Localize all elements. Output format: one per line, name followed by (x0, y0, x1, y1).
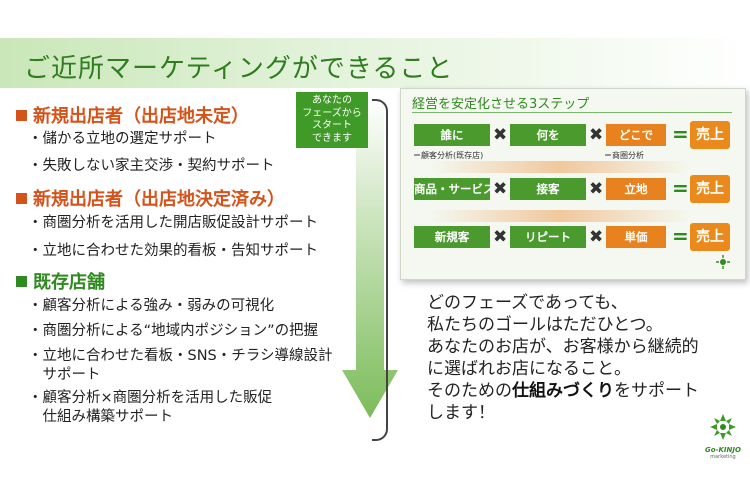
square-bullet-icon (16, 193, 27, 204)
title-banner (0, 38, 750, 88)
list-item: 仕組み構築サポート (28, 409, 173, 425)
list-item: サポート (28, 367, 101, 383)
list-item: ・儲かる立地の選定サポート (28, 131, 217, 147)
list-item: ・立地に合わせた看板・SNS・チラシ導線設計 (28, 348, 333, 364)
equals-icon: = (672, 176, 689, 200)
list-item: ・失敗しない家主交渉・契約サポート (28, 158, 275, 174)
panel-logo-icon (716, 255, 730, 269)
section-heading-new-undecided: 新規出店者（出店地未定） (16, 102, 249, 128)
section-heading-new-decided: 新規出店者（出店地決定済み） (16, 185, 285, 211)
times-icon: ✖ (589, 179, 604, 199)
panel-divider (412, 112, 732, 113)
list-item: ・商圏分析を活用した開店販促設計サポート (28, 215, 318, 231)
brand-logo: Go-KINJO marketing (700, 412, 746, 460)
list-item: ・立地に合わせた効果的看板・告知サポート (28, 243, 318, 259)
times-icon: ✖ (493, 125, 508, 145)
list-item: ・顧客分析による強み・弱みの可視化 (28, 298, 275, 314)
result-sales: 売上 (690, 175, 730, 203)
goal-message: どのフェーズであっても、 私たちのゴールはただひとつ。 あなたのお店が、お客様か… (427, 293, 699, 423)
times-icon: ✖ (493, 227, 508, 247)
times-icon: ✖ (493, 179, 508, 199)
step-box-repeat: リピート (510, 226, 586, 248)
list-item: ・顧客分析×商圏分析を活用した販促 (28, 390, 273, 406)
emphasis-text: 仕組みづくり (512, 381, 614, 401)
step-box-who: 誰に (414, 124, 490, 146)
step-box-product: 商品・サービス (414, 178, 495, 200)
flow-band (430, 210, 690, 222)
panel-title: 経営を安定化させる3ステップ (412, 97, 590, 112)
step-box-unit-price: 単価 (606, 226, 666, 248)
equals-icon: = (672, 122, 689, 146)
logo-sub: marketing (710, 454, 736, 460)
result-sales: 売上 (690, 121, 730, 149)
note-trade-area: ＝商圏分析 (604, 151, 644, 160)
list-item: ・商圏分析による“地域内ポジション”の把握 (28, 323, 319, 339)
step-box-where: どこで (606, 124, 666, 146)
logo-icon (710, 414, 736, 440)
bracket-divider (372, 99, 388, 441)
down-arrow-icon (342, 100, 398, 418)
callout-start-from-phase: あなたの フェーズから スタート できます (296, 92, 368, 148)
flow-band (430, 161, 690, 173)
square-bullet-icon (16, 110, 27, 121)
step-box-new-customer: 新規客 (414, 226, 490, 248)
square-bullet-icon (16, 276, 27, 287)
step-box-service: 接客 (510, 178, 586, 200)
step-box-what: 何を (510, 124, 586, 146)
result-sales: 売上 (690, 223, 730, 251)
equals-icon: = (672, 224, 689, 248)
times-icon: ✖ (589, 125, 604, 145)
times-icon: ✖ (589, 227, 604, 247)
step-box-location: 立地 (606, 178, 666, 200)
section-heading-existing: 既存店舗 (16, 268, 105, 294)
page-title: ご近所マーケティングができること (24, 54, 454, 84)
note-customer-analysis: ＝顧客分析(既存店) (413, 151, 484, 160)
logo-name: Go-KINJO (705, 446, 741, 454)
